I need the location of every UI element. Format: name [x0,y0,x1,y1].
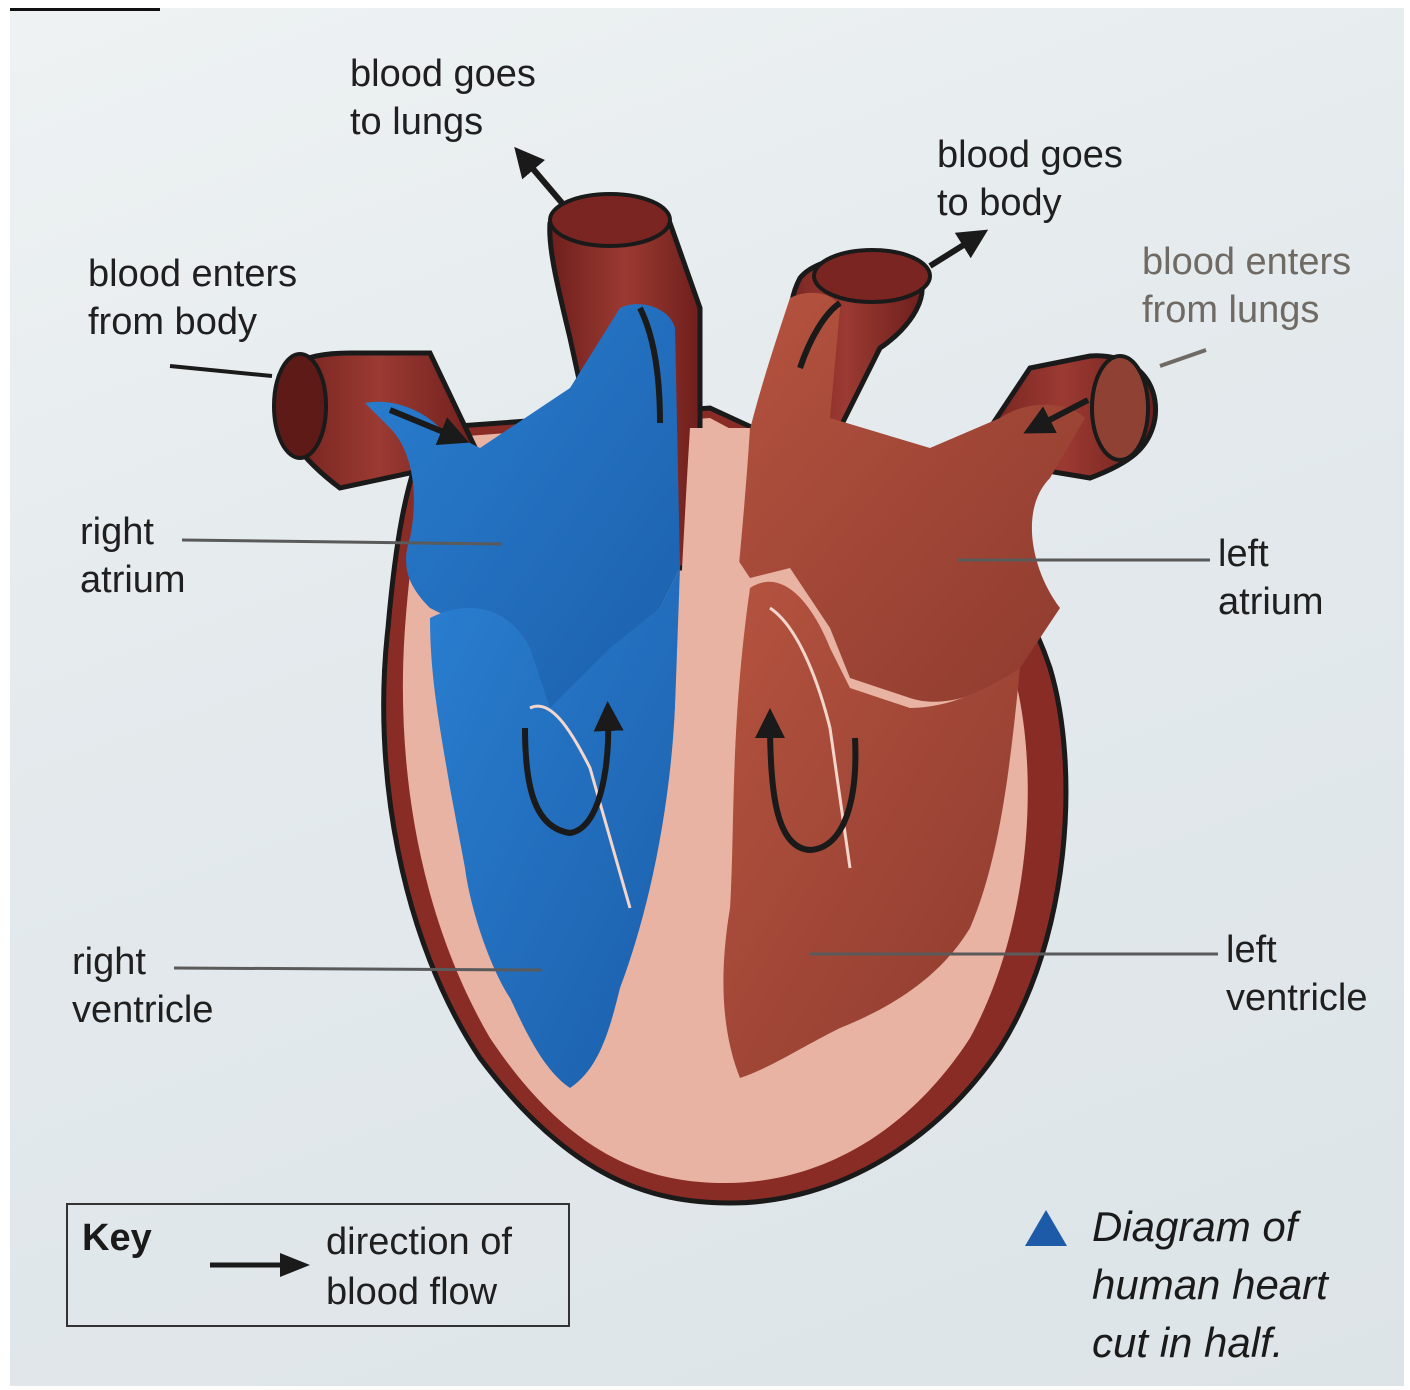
label-blood-goes-to-body: blood goes to body [937,131,1123,227]
label-right-ventricle: right ventricle [72,938,214,1034]
vena-cava-opening [274,354,326,458]
label-blood-enters-from-lungs: blood enters from lungs [1142,238,1351,334]
label-line: blood goes [350,50,536,98]
key-description-line: direction of [326,1217,512,1267]
figure-caption: Diagram of human heart cut in half. [1092,1198,1328,1372]
caption-triangle-icon [1023,1208,1069,1248]
label-right-atrium: right atrium [80,508,186,604]
label-left-atrium: left atrium [1218,530,1324,626]
label-line: ventricle [1226,974,1368,1022]
label-line: blood enters [1142,238,1351,286]
label-blood-goes-to-lungs: blood goes to lungs [350,50,536,146]
label-line: blood enters [88,250,297,298]
leader-from-body [170,366,272,376]
label-line: to lungs [350,98,536,146]
diagram-page: blood goes to lungs blood goes to body b… [10,8,1404,1386]
label-line: blood goes [937,131,1123,179]
caption-line: human heart [1092,1256,1328,1314]
heart-diagram [10,8,1404,1386]
label-left-ventricle: left ventricle [1226,926,1368,1022]
pulmonary-vein-opening [1092,356,1148,460]
caption-line: Diagram of [1092,1198,1328,1256]
key-description: direction of blood flow [326,1217,512,1317]
label-line: to body [937,179,1123,227]
leader-from-lungs [1160,350,1206,366]
arrow-to-lungs [522,156,562,203]
key-arrow-icon [208,1251,312,1279]
label-line: from body [88,298,297,346]
pulmonary-artery-opening [550,194,670,246]
key-legend: Key direction of blood flow [66,1203,570,1327]
label-line: ventricle [72,986,214,1034]
aorta-opening [814,250,930,302]
label-line: from lungs [1142,286,1351,334]
key-description-line: blood flow [326,1267,512,1317]
label-line: atrium [80,556,186,604]
label-line: left [1226,926,1368,974]
label-blood-enters-from-body: blood enters from body [88,250,297,346]
leader-right-ventricle [174,968,542,970]
key-title: Key [82,1217,152,1260]
label-line: atrium [1218,578,1324,626]
label-line: right [72,938,214,986]
label-line: right [80,508,186,556]
caption-line: cut in half. [1092,1314,1328,1372]
arrow-to-body [930,236,978,266]
label-line: left [1218,530,1324,578]
